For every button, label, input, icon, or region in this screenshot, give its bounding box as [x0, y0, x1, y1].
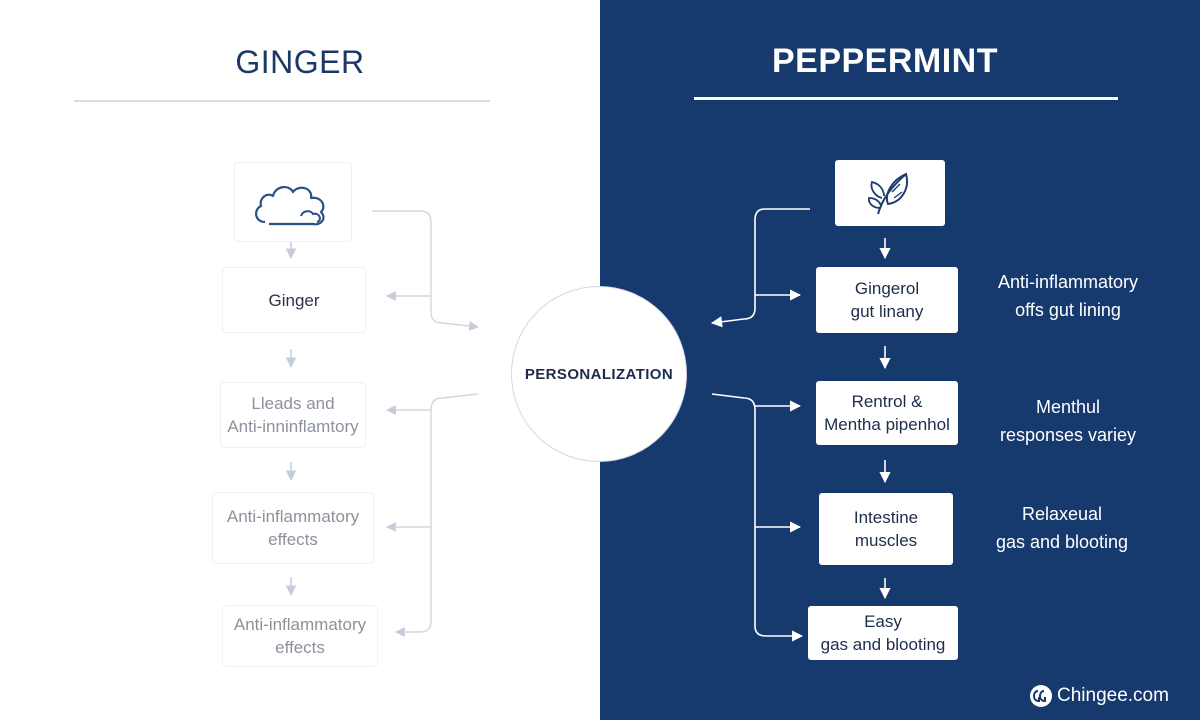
peppermint-step-gingerol-line2: gut linany — [850, 302, 924, 321]
ginger-step-effects-1: Anti-inflammatory effects — [212, 492, 374, 564]
peppermint-step-easy-line2: gas and blooting — [820, 635, 946, 654]
peppermint-step-intestine-line2: muscles — [854, 531, 918, 550]
ginger-step-effects-2-line1: Anti-inflammatory — [233, 615, 367, 634]
ginger-icon-box — [234, 162, 352, 242]
ginger-step-effects-2-line2: effects — [275, 638, 325, 657]
peppermint-note-3-line2: gas and blooting — [995, 532, 1129, 552]
peppermint-step-gingerol: Gingerol gut linany — [816, 267, 958, 333]
peppermint-step-rentrol: Rentrol & Mentha pipenhol — [816, 381, 958, 445]
peppermint-title-underline — [694, 97, 1118, 100]
ginger-step-effects-1-line2: effects — [268, 530, 318, 549]
ginger-step-effects-1-line1: Anti-inflammatory — [226, 507, 360, 526]
peppermint-note-3: Relaxeual gas and blooting — [972, 500, 1152, 556]
cloud-icon — [255, 186, 325, 226]
peppermint-step-intestine: Intestine muscles — [819, 493, 953, 565]
peppermint-bracket-top — [710, 208, 810, 328]
ginger-step-ginger: Ginger — [222, 267, 366, 333]
ginger-title-underline — [74, 100, 490, 102]
peppermint-note-1-line2: offs gut lining — [1015, 300, 1121, 320]
ginger-title: GINGER — [235, 44, 365, 80]
ginger-step-ginger-text: Ginger — [268, 290, 320, 310]
peppermint-note-2-line2: responses variey — [999, 425, 1137, 445]
peppermint-step-rentrol-line2: Mentha pipenhol — [824, 415, 950, 434]
peppermint-note-1-line1: Anti-inflammatory — [997, 272, 1139, 292]
brand-logo-icon — [1030, 685, 1052, 707]
peppermint-note-3-line1: Relaxeual — [1021, 504, 1103, 524]
ginger-bracket-top — [372, 210, 479, 331]
ginger-step-leads-line2: Anti-inninflamtory — [227, 417, 359, 436]
footer-brand: Chingee.com — [1030, 685, 1169, 707]
peppermint-note-2: Menthul responses variey — [978, 393, 1158, 449]
ginger-step-effects-2: Anti-inflammatory effects — [222, 605, 378, 667]
ginger-step-leads-line1: Lleads and — [251, 394, 335, 413]
brand-name: Chingee.com — [1057, 685, 1169, 706]
ginger-step-leads: Lleads and Anti-inninflamtory — [220, 382, 366, 448]
peppermint-note-2-line1: Menthul — [1035, 397, 1101, 417]
personalization-label: PERSONALIZATION — [524, 365, 674, 383]
peppermint-step-rentrol-line1: Rentrol & — [851, 392, 923, 411]
ginger-bracket-bottom — [395, 393, 479, 637]
personalization-circle: PERSONALIZATION — [511, 286, 687, 462]
peppermint-step-easy-line1: Easy — [864, 612, 902, 631]
peppermint-step-gingerol-line1: Gingerol — [854, 279, 920, 298]
peppermint-icon-box — [835, 160, 945, 226]
leaf-icon — [867, 172, 908, 215]
peppermint-bracket-bottom — [711, 393, 804, 642]
peppermint-note-1: Anti-inflammatory offs gut lining — [978, 268, 1158, 324]
peppermint-title: PEPPERMINT — [771, 42, 999, 80]
peppermint-panel — [600, 0, 1200, 720]
peppermint-step-intestine-line1: Intestine — [853, 508, 919, 527]
peppermint-step-easy: Easy gas and blooting — [808, 606, 958, 660]
ginger-panel — [0, 0, 600, 720]
